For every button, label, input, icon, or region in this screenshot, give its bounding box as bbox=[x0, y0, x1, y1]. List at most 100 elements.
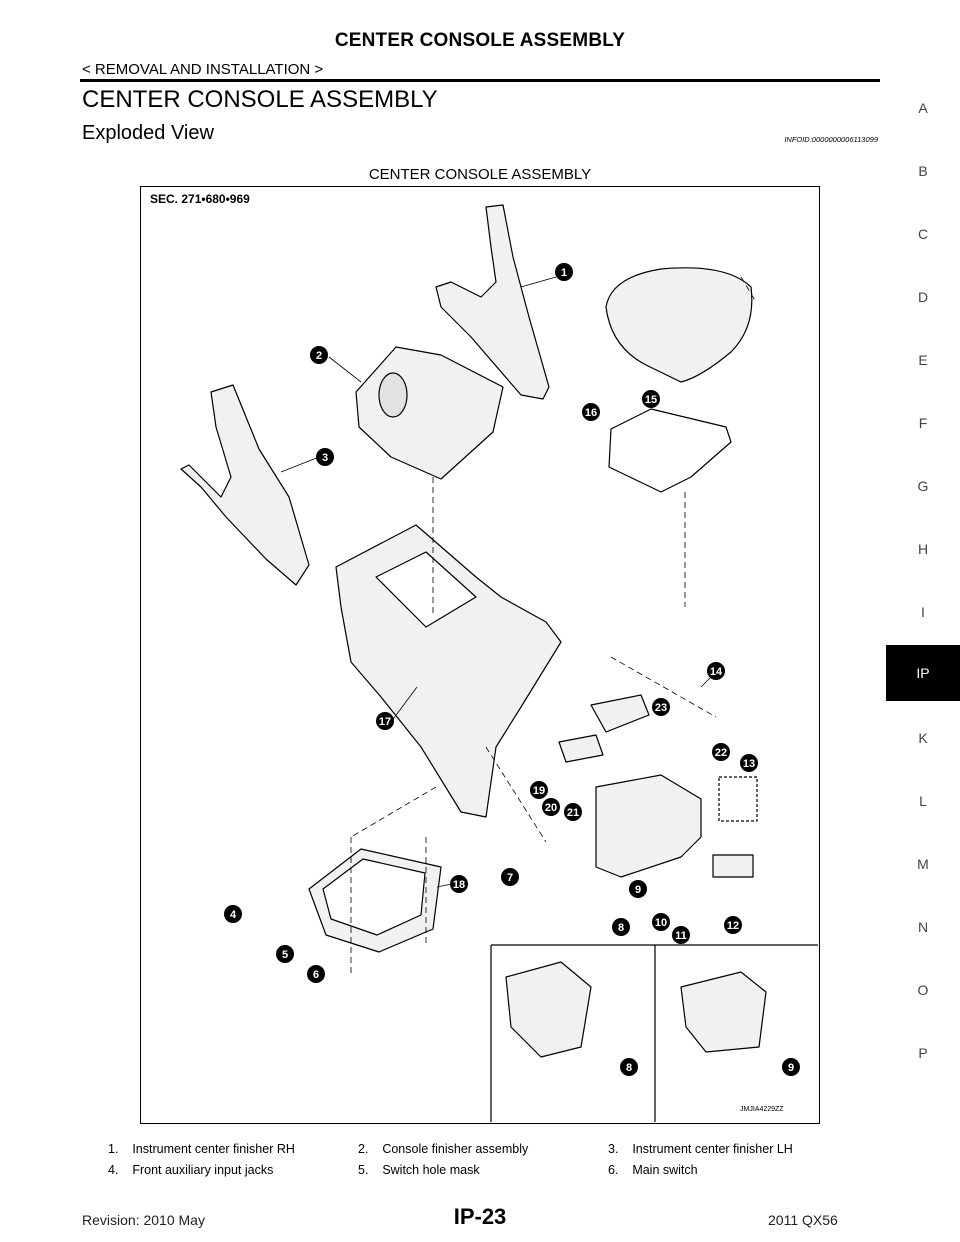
callout-label: 18 bbox=[453, 879, 465, 891]
legend-item-5: 5. Switch hole mask bbox=[358, 1163, 480, 1177]
tab-l[interactable]: L bbox=[919, 793, 927, 809]
subsection-title: Exploded View bbox=[82, 122, 214, 144]
tab-m[interactable]: M bbox=[917, 856, 929, 872]
tab-b[interactable]: B bbox=[918, 163, 928, 179]
callout-label: 5 bbox=[282, 949, 288, 961]
revision-date: Revision: 2010 May bbox=[82, 1212, 205, 1228]
callout-circle bbox=[740, 754, 758, 772]
part-panel-12 bbox=[712, 854, 754, 878]
callout-circle bbox=[724, 916, 742, 934]
callout-circle bbox=[530, 781, 548, 799]
callout-label: 9 bbox=[788, 1062, 794, 1074]
part-lower-panel bbox=[595, 774, 702, 878]
callout-label: 21 bbox=[567, 807, 579, 819]
callout-label: 12 bbox=[727, 920, 739, 932]
callout-label: 10 bbox=[655, 917, 667, 929]
tab-ip[interactable]: IP bbox=[886, 645, 960, 701]
part-panel-13 bbox=[718, 776, 758, 822]
callout-circle bbox=[712, 743, 730, 761]
callout-label: 1 bbox=[561, 267, 567, 279]
callout-circle bbox=[376, 712, 394, 730]
callout-label: 20 bbox=[545, 802, 557, 814]
callout-circle bbox=[782, 1058, 800, 1076]
legend-row: 4. Front auxiliary input jacks 5. Switch… bbox=[108, 1163, 868, 1184]
legend-item-3: 3. Instrument center finisher LH bbox=[608, 1142, 793, 1156]
callout-label: 22 bbox=[715, 747, 727, 759]
image-code: JMJIA4229ZZ bbox=[740, 1106, 784, 1113]
legend-item-2: 2. Console finisher assembly bbox=[358, 1142, 529, 1156]
legend-item-6: 6. Main switch bbox=[608, 1163, 698, 1177]
tab-g[interactable]: G bbox=[917, 478, 929, 494]
legend-item-4: 4. Front auxiliary input jacks bbox=[108, 1163, 274, 1177]
callout-circle bbox=[564, 803, 582, 821]
callout-label: 14 bbox=[710, 666, 723, 678]
tab-f[interactable]: F bbox=[918, 415, 928, 431]
callout-circle bbox=[310, 346, 328, 364]
callout-label: 11 bbox=[675, 930, 687, 942]
part-finisher-lh bbox=[180, 384, 310, 586]
tab-h[interactable]: H bbox=[917, 541, 929, 557]
callout-label: 23 bbox=[655, 702, 667, 714]
callout-circle bbox=[224, 905, 242, 923]
parts-legend: 1. Instrument center finisher RH 2. Cons… bbox=[108, 1142, 868, 1184]
callout-label: 15 bbox=[645, 394, 657, 406]
callout-label: 8 bbox=[618, 922, 624, 934]
callout-label: 19 bbox=[533, 785, 545, 797]
inset-part-9 bbox=[680, 971, 767, 1053]
callout-circle bbox=[672, 926, 690, 944]
callout-circle bbox=[316, 448, 334, 466]
callout-circle bbox=[612, 918, 630, 936]
tab-p[interactable]: P bbox=[918, 1045, 928, 1061]
header-divider bbox=[80, 79, 880, 82]
callout-label: 16 bbox=[585, 407, 597, 419]
callout-circle bbox=[582, 403, 600, 421]
inset-part-8 bbox=[505, 961, 592, 1058]
tab-i[interactable]: I bbox=[921, 604, 925, 620]
tab-n[interactable]: N bbox=[917, 919, 929, 935]
callout-label: 6 bbox=[313, 969, 319, 981]
callout-label: 9 bbox=[635, 884, 641, 896]
callout-circle bbox=[652, 698, 670, 716]
callout-label: 2 bbox=[316, 350, 322, 362]
callout-label: 8 bbox=[626, 1062, 632, 1074]
callout-label: 3 bbox=[322, 452, 328, 464]
part-frame bbox=[608, 408, 732, 493]
legend-row: 1. Instrument center finisher RH 2. Cons… bbox=[108, 1142, 868, 1163]
callout-circle bbox=[276, 945, 294, 963]
callout-circle bbox=[620, 1058, 638, 1076]
tab-c[interactable]: C bbox=[917, 226, 929, 242]
part-trim-upper bbox=[590, 694, 650, 733]
tab-d[interactable]: D bbox=[917, 289, 929, 305]
part-armrest bbox=[605, 267, 753, 383]
section-title: CENTER CONSOLE ASSEMBLY bbox=[82, 86, 438, 113]
vehicle-model: 2011 QX56 bbox=[768, 1212, 838, 1228]
callout-circle bbox=[307, 965, 325, 983]
callout-circle bbox=[652, 913, 670, 931]
page-number: IP-23 bbox=[453, 1204, 507, 1229]
shift-boot bbox=[378, 372, 408, 418]
callout-circle bbox=[501, 868, 519, 886]
callout-label: 7 bbox=[507, 872, 513, 884]
legend-item-1: 1. Instrument center finisher RH bbox=[108, 1142, 295, 1156]
callout-circle bbox=[642, 390, 660, 408]
callout-circle bbox=[542, 798, 560, 816]
part-console-body bbox=[335, 524, 562, 818]
tab-o[interactable]: O bbox=[917, 982, 929, 998]
part-finisher-rh bbox=[435, 204, 550, 400]
info-id: INFOID:0000000006113099 bbox=[784, 135, 878, 144]
callout-label: 4 bbox=[230, 909, 237, 921]
tab-k[interactable]: K bbox=[918, 730, 928, 746]
breadcrumb: < REMOVAL AND INSTALLATION > bbox=[82, 61, 324, 78]
callout-label: 17 bbox=[379, 716, 391, 728]
callout-circle bbox=[555, 263, 573, 281]
callout-circle bbox=[629, 880, 647, 898]
tab-e[interactable]: E bbox=[918, 352, 928, 368]
callout-label: 13 bbox=[743, 758, 755, 770]
tab-a[interactable]: A bbox=[918, 100, 928, 116]
callout-circle bbox=[707, 662, 725, 680]
section-code-label: SEC. 271•680•969 bbox=[150, 192, 250, 206]
exploded-view-drawing bbox=[180, 204, 818, 1122]
figure-caption: CENTER CONSOLE ASSEMBLY bbox=[368, 166, 592, 183]
